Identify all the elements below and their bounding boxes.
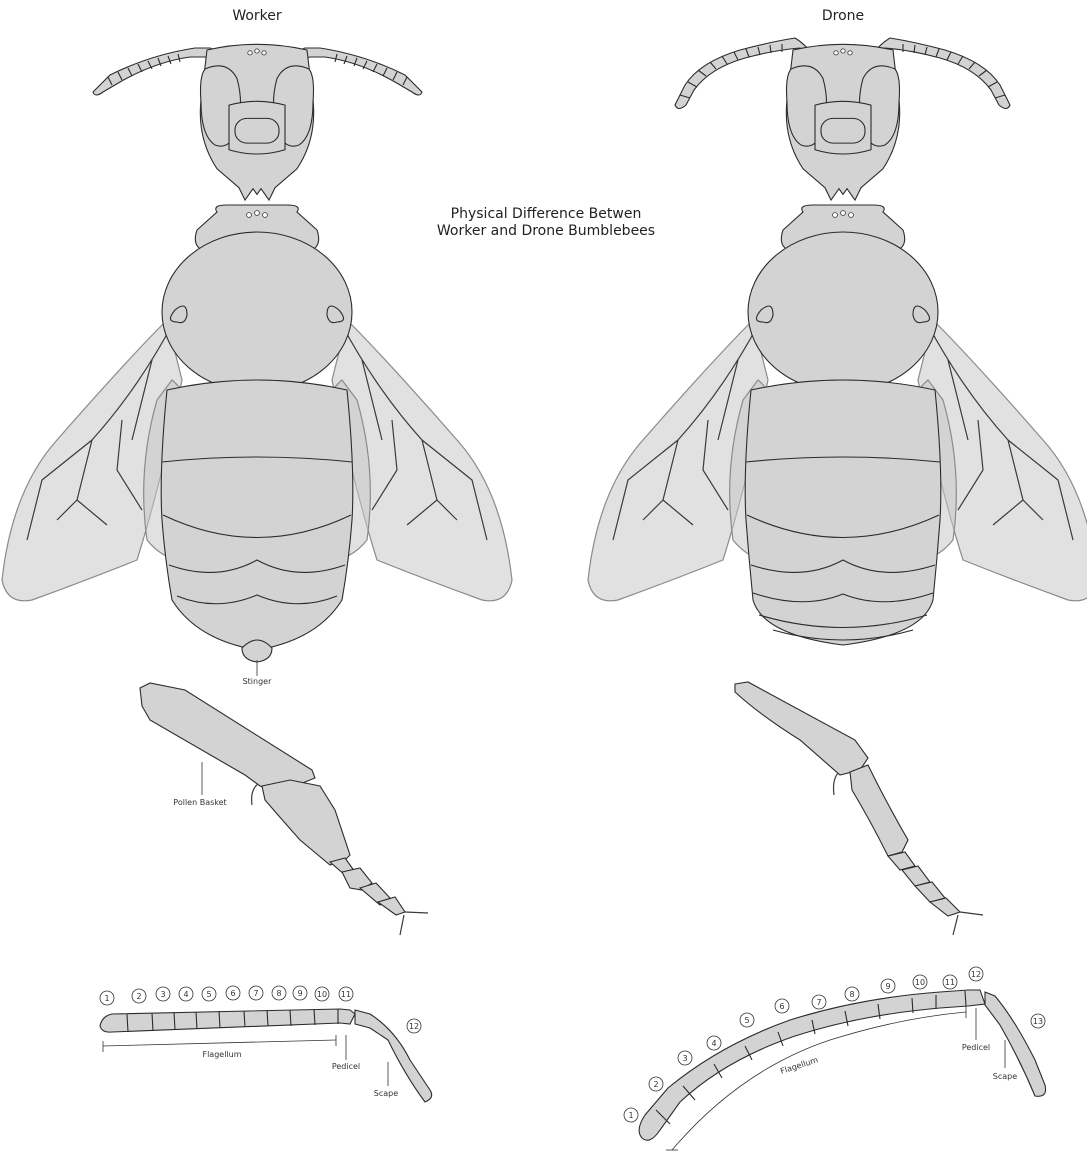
title-line-1: Physical Difference Betwen xyxy=(451,206,642,222)
drone-pedicel-label: Pedicel xyxy=(962,1043,990,1052)
worker-body xyxy=(2,205,512,662)
worker-scape-label: Scape xyxy=(374,1089,398,1098)
drone-antenna-segment-number: 3 xyxy=(682,1054,687,1063)
drone-leg xyxy=(735,682,983,935)
drone-antenna-segment-number: 6 xyxy=(779,1002,784,1011)
worker-antenna-segment-number: 3 xyxy=(160,990,165,999)
worker-antenna-segment-number: 1 xyxy=(104,994,109,1003)
drone-antenna-segment-number: 8 xyxy=(849,990,854,999)
title-line-2: Worker and Drone Bumblebees xyxy=(437,223,655,239)
drone-antenna-segment-number: 10 xyxy=(915,978,925,987)
worker-antenna-segment-number: 11 xyxy=(341,990,351,999)
worker-antenna-segment-number: 8 xyxy=(276,989,281,998)
worker-antenna-segment-number: 5 xyxy=(206,990,211,999)
drone-head xyxy=(675,38,1010,200)
worker-antenna-segment-number: 7 xyxy=(253,989,258,998)
drone-scape-label: Scape xyxy=(993,1072,1017,1081)
pollen-basket-label: Pollen Basket xyxy=(173,798,226,807)
worker-flagellum-label: Flagellum xyxy=(202,1050,241,1059)
worker-head xyxy=(93,44,422,200)
worker-header: Worker xyxy=(232,8,282,24)
drone-antenna-segment-number: 5 xyxy=(744,1016,749,1025)
drone-antenna-segment-number: 12 xyxy=(971,970,981,979)
worker-leg: Pollen Basket xyxy=(140,683,428,935)
worker-antenna-segment-number: 9 xyxy=(297,989,302,998)
stinger-label: Stinger xyxy=(243,677,273,686)
worker-antenna-segment-number: 6 xyxy=(230,989,235,998)
worker-antenna-segment-number: 2 xyxy=(136,992,141,1001)
worker-antenna-segment-number: 4 xyxy=(183,990,188,999)
worker-antenna-segment-number: 10 xyxy=(317,990,327,999)
worker-antenna-segment-number: 12 xyxy=(409,1022,419,1031)
drone-header: Drone xyxy=(822,8,864,24)
drone-antenna-segment-number: 11 xyxy=(945,978,955,987)
drone-antenna-segment-number: 4 xyxy=(711,1039,716,1048)
worker-pedicel-label: Pedicel xyxy=(332,1062,360,1071)
drone-antenna-segment-number: 1 xyxy=(628,1111,633,1120)
drone-antenna-segment-number: 2 xyxy=(653,1080,658,1089)
drone-antenna-segment-number: 13 xyxy=(1033,1017,1043,1026)
drone-antenna-segment-number: 9 xyxy=(885,982,890,991)
drone-body xyxy=(588,205,1087,645)
drone-antenna-segment-number: 7 xyxy=(816,998,821,1007)
